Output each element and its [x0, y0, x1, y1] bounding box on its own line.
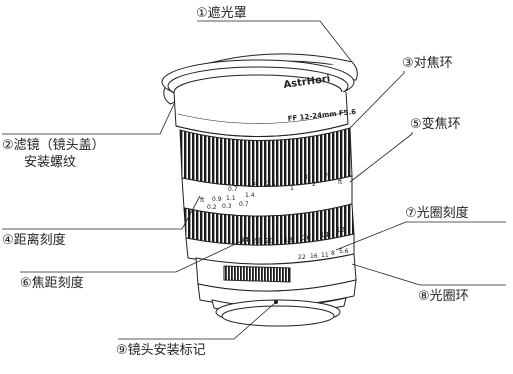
svg-text:20: 20 — [265, 237, 274, 245]
leader-lines — [2, 20, 506, 340]
svg-text:1: 1 — [290, 185, 294, 192]
svg-text:1.1: 1.1 — [226, 195, 236, 202]
label-distance-scale: ④距离刻度 — [2, 233, 66, 248]
label-zoom-ring: ⑤变焦环 — [410, 117, 461, 132]
svg-text:0.7: 0.7 — [239, 201, 249, 208]
label-aperture-scale: ⑦光圈刻度 — [405, 206, 469, 221]
label-lens-hood: ①遮光罩 — [196, 6, 247, 21]
svg-text:ft: ft — [338, 179, 343, 186]
label-filter-thread-line1: ②滤镜（镜头盖） — [2, 138, 105, 153]
label-focus-ring: ③对焦环 — [402, 56, 453, 71]
svg-text:8: 8 — [331, 250, 335, 257]
svg-text:0.7: 0.7 — [228, 186, 238, 193]
svg-text:1.4: 1.4 — [245, 192, 255, 199]
label-focal-scale: ⑥焦距刻度 — [20, 276, 84, 291]
svg-text:0.3: 0.3 — [222, 203, 232, 210]
rear-barrel — [197, 279, 357, 327]
svg-text:16: 16 — [310, 253, 318, 260]
front-barrel — [173, 91, 349, 137]
svg-text:1.5: 1.5 — [248, 182, 258, 189]
svg-text:ft: ft — [200, 197, 205, 204]
svg-text:24: 24 — [240, 236, 249, 244]
distance-scale-numbers: 0.7 1.5 2.5 3 ∞ ft 0.9 1.1 1.4 1 2 ft 0.2 0.3 0.7 — [200, 171, 343, 211]
svg-text:22: 22 — [252, 237, 261, 245]
label-filter-thread-line2: 安装螺纹 — [24, 155, 77, 170]
svg-text:0.2: 0.2 — [207, 204, 217, 211]
svg-text:11: 11 — [321, 252, 329, 259]
svg-text:2.5: 2.5 — [266, 181, 276, 188]
svg-text:12: 12 — [336, 226, 345, 234]
svg-text:18: 18 — [284, 236, 293, 244]
svg-text:3: 3 — [304, 174, 308, 181]
svg-text:∞: ∞ — [324, 171, 329, 178]
svg-text:2: 2 — [312, 181, 316, 188]
svg-text:5.6: 5.6 — [339, 248, 349, 255]
svg-text:0.9: 0.9 — [212, 196, 222, 203]
label-mount-mark: ⑨镜头安装标记 — [116, 343, 206, 358]
svg-text:16: 16 — [302, 234, 311, 242]
svg-text:22: 22 — [298, 254, 306, 261]
label-aperture-ring: ⑧光圈环 — [418, 289, 469, 304]
svg-text:14: 14 — [320, 231, 329, 239]
